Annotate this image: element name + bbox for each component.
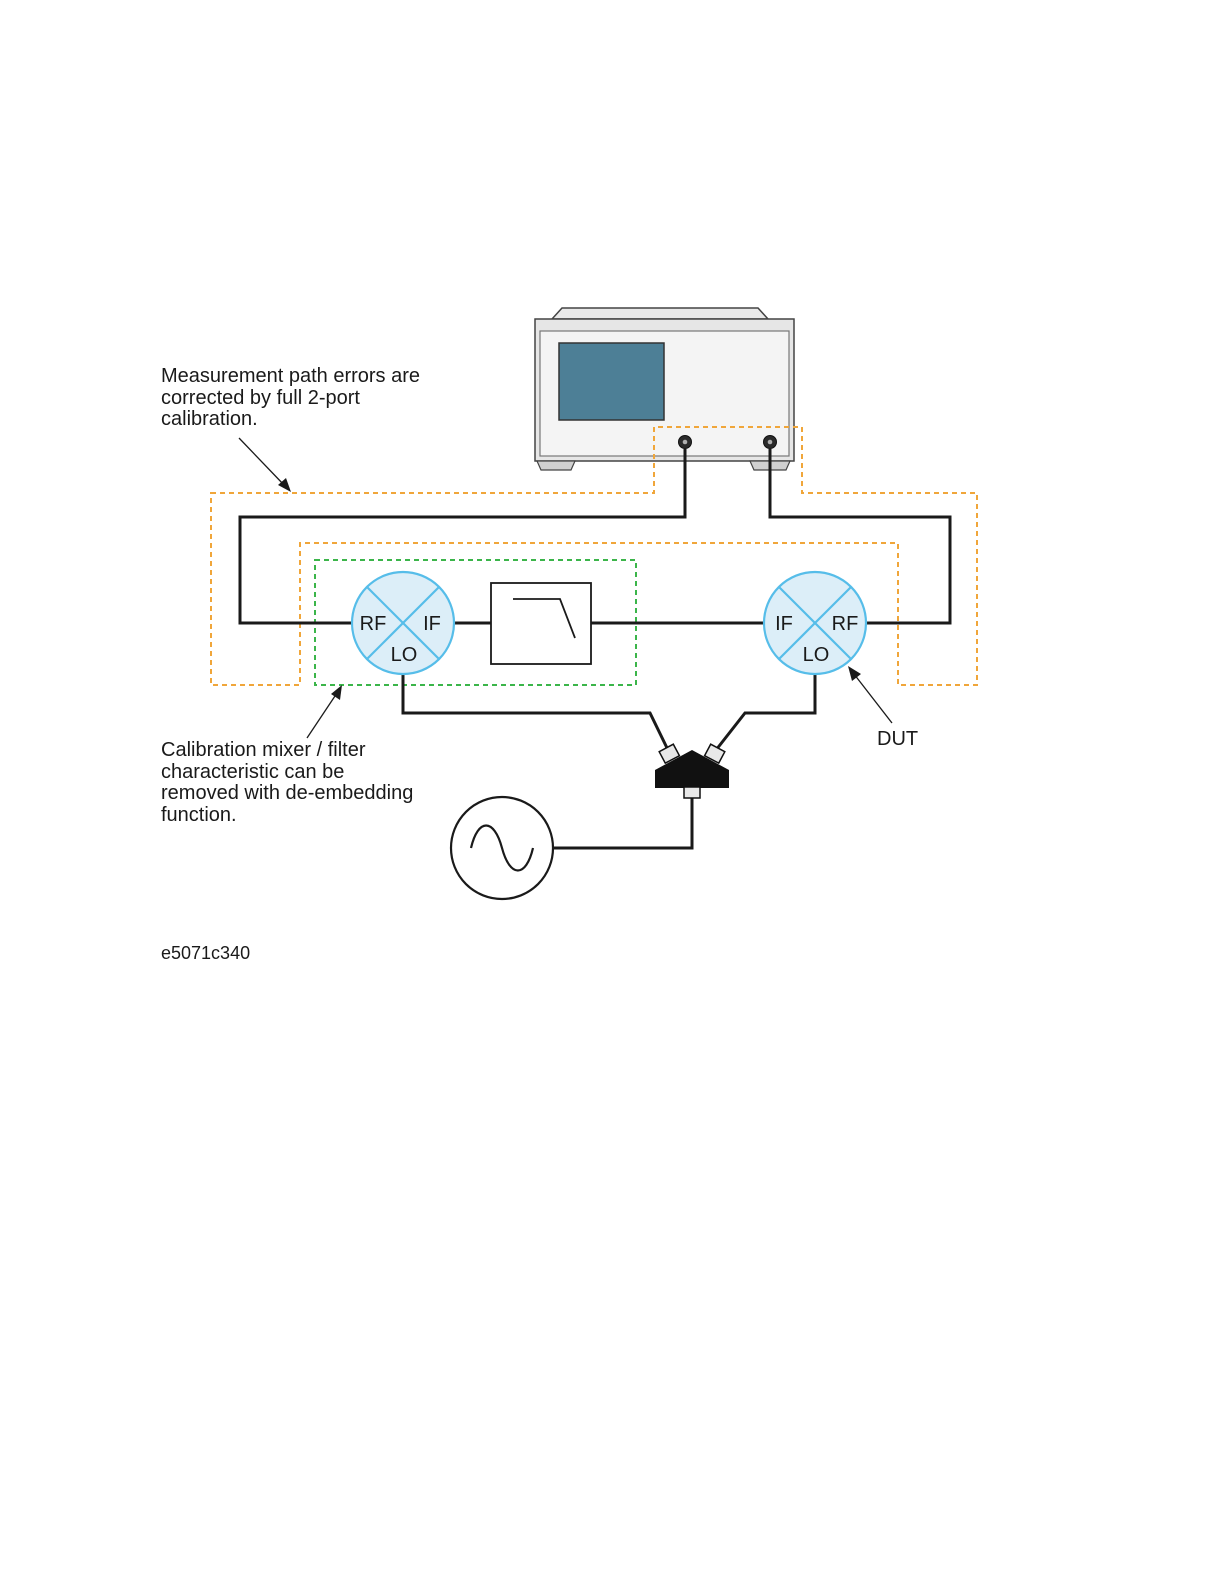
calibration-mixer-rf-port: RF bbox=[360, 613, 387, 635]
calibration-mixer-lo-port: LO bbox=[391, 644, 418, 666]
splitter-bottom-connector bbox=[684, 787, 700, 798]
deembedding-note-line-3: removed with de-embedding bbox=[161, 783, 413, 805]
power-splitter-icon bbox=[655, 744, 729, 798]
lowpass-filter-icon bbox=[491, 583, 591, 664]
deembedding-note-arrow bbox=[307, 685, 342, 738]
calibration-note-line-1: Measurement path errors are bbox=[161, 366, 420, 388]
analyzer-port-1 bbox=[679, 436, 692, 449]
dut-label: DUT bbox=[877, 728, 918, 750]
calibration-note-line-2: corrected by full 2-port bbox=[161, 388, 420, 410]
deembedding-note-line-2: characteristic can be bbox=[161, 762, 413, 784]
calibration-mixer: RF IF LO bbox=[352, 572, 454, 674]
analyzer-left-foot bbox=[537, 461, 575, 470]
cable-splitter-to-source bbox=[553, 795, 692, 848]
dut-mixer-rf-port: RF bbox=[832, 613, 859, 635]
deembedding-note-line-1: Calibration mixer / filter bbox=[161, 740, 413, 762]
cable-dut-lo-to-splitter bbox=[716, 674, 815, 750]
deembedding-note: Calibration mixer / filter characteristi… bbox=[161, 740, 413, 826]
figure-id: e5071c340 bbox=[161, 943, 250, 963]
analyzer-screen bbox=[559, 343, 664, 420]
calibration-note: Measurement path errors are corrected by… bbox=[161, 366, 420, 431]
calibration-mixer-if-port: IF bbox=[423, 613, 441, 635]
calibration-note-arrow bbox=[239, 438, 291, 492]
dut-arrow bbox=[848, 666, 892, 723]
dut-mixer: IF RF LO bbox=[764, 572, 866, 674]
analyzer-top-cap bbox=[552, 308, 768, 319]
deembedding-note-line-4: function. bbox=[161, 805, 413, 827]
dut-mixer-if-port: IF bbox=[775, 613, 793, 635]
sine-source-icon bbox=[451, 797, 553, 899]
cable-port1-to-calibration-rf bbox=[240, 449, 685, 623]
dut-mixer-lo-port: LO bbox=[803, 644, 830, 666]
network-analyzer-icon bbox=[535, 308, 794, 470]
calibration-note-line-3: calibration. bbox=[161, 409, 420, 431]
calibration-path-boundary bbox=[211, 427, 977, 685]
analyzer-port-2 bbox=[764, 436, 777, 449]
